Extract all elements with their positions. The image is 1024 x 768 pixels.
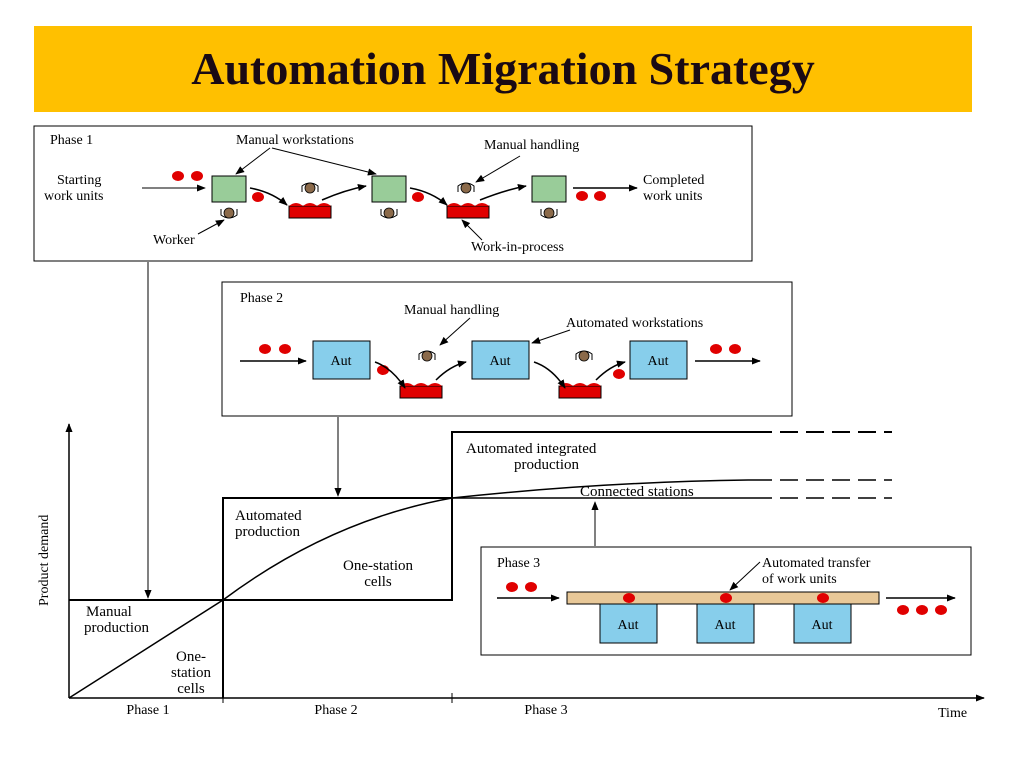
manual-station-icon — [371, 175, 407, 203]
work-unit-icon — [720, 593, 732, 603]
wip-label: Work-in-process — [471, 240, 564, 255]
aut-label: Aut — [490, 354, 511, 369]
phase1-panel: Phase 1 Manual workstations Manual handl… — [33, 125, 753, 262]
manual-station-icon — [531, 175, 567, 203]
completed-label-2: work units — [643, 189, 703, 204]
work-unit-icon — [252, 192, 264, 202]
automated-workstations-label: Automated workstations — [566, 316, 703, 331]
one-station-label-2: station — [171, 665, 211, 681]
phase3-panel: Phase 3 Automated transfer of work units… — [480, 546, 972, 656]
worker-label: Worker — [153, 233, 195, 248]
phase2-label: Phase 2 — [240, 291, 283, 306]
integrated-label-2: production — [514, 457, 579, 473]
starting-label-2: work units — [44, 189, 104, 204]
wip-bin-icon — [446, 202, 490, 219]
manual-production-label-2: production — [84, 620, 149, 636]
work-unit-icon — [935, 605, 947, 615]
manual-station-icon — [211, 175, 247, 203]
work-unit-icon — [576, 191, 588, 201]
work-unit-icon — [172, 171, 184, 181]
x-phase-label: Phase 3 — [524, 703, 567, 718]
phase1-label: Phase 1 — [50, 133, 93, 148]
title-bar: Automation Migration Strategy — [34, 26, 972, 112]
demand-chart: Product demand Time Phase 1 Phase 2 Phas… — [37, 262, 985, 721]
transfer-label-1: Automated transfer — [762, 556, 871, 571]
work-unit-icon — [506, 582, 518, 592]
aut-label: Aut — [618, 618, 639, 633]
aut-label: Aut — [715, 618, 736, 633]
automated-station-icon — [629, 340, 688, 380]
manual-handling-label-1: Manual handling — [484, 138, 579, 153]
connected-stations-label: Connected stations — [580, 484, 694, 500]
completed-label-1: Completed — [643, 173, 704, 188]
automated-station-icon — [793, 603, 852, 644]
one-station-label-1: One- — [176, 649, 206, 665]
wip-bin-icon — [558, 382, 602, 399]
work-unit-icon — [259, 344, 271, 354]
work-unit-icon — [525, 582, 537, 592]
transfer-label-2: of work units — [762, 572, 837, 587]
aut-label: Aut — [812, 618, 833, 633]
wip-bin-icon — [399, 382, 443, 399]
work-unit-icon — [412, 192, 424, 202]
work-unit-icon — [279, 344, 291, 354]
automated-station-icon — [312, 340, 371, 380]
one-station-cells-label-2: cells — [364, 574, 392, 590]
automated-production-label-1: Automated — [235, 508, 302, 524]
work-unit-icon — [916, 605, 928, 615]
starting-label-1: Starting — [57, 173, 101, 188]
automated-production-label-2: production — [235, 524, 300, 540]
automated-station-icon — [471, 340, 530, 380]
integrated-label-1: Automated integrated — [466, 441, 597, 457]
manual-handling-label-2: Manual handling — [404, 303, 499, 318]
wip-bin-icon — [288, 202, 332, 219]
work-unit-icon — [594, 191, 606, 201]
page-title: Automation Migration Strategy — [191, 43, 815, 94]
x-phase-label: Phase 2 — [314, 703, 357, 718]
work-unit-icon — [729, 344, 741, 354]
one-station-label-3: cells — [177, 681, 205, 697]
work-unit-icon — [817, 593, 829, 603]
automated-station-icon — [696, 603, 755, 644]
aut-label: Aut — [648, 354, 669, 369]
work-unit-icon — [191, 171, 203, 181]
aut-label: Aut — [331, 354, 352, 369]
x-axis-label: Time — [938, 706, 967, 721]
manual-workstations-label: Manual workstations — [236, 133, 354, 148]
integrated-production-step — [451, 431, 772, 498]
work-unit-icon — [613, 369, 625, 379]
phase3-label: Phase 3 — [497, 556, 540, 571]
manual-production-label-1: Manual — [86, 604, 132, 620]
y-axis-label: Product demand — [37, 515, 52, 606]
automated-station-icon — [599, 603, 658, 644]
phase2-panel: Phase 2 Manual handling Automated workst… — [221, 281, 793, 417]
work-unit-icon — [710, 344, 722, 354]
work-unit-icon — [623, 593, 635, 603]
work-unit-icon — [897, 605, 909, 615]
one-station-cells-label-1: One-station — [343, 558, 413, 574]
x-phase-label: Phase 1 — [126, 703, 169, 718]
